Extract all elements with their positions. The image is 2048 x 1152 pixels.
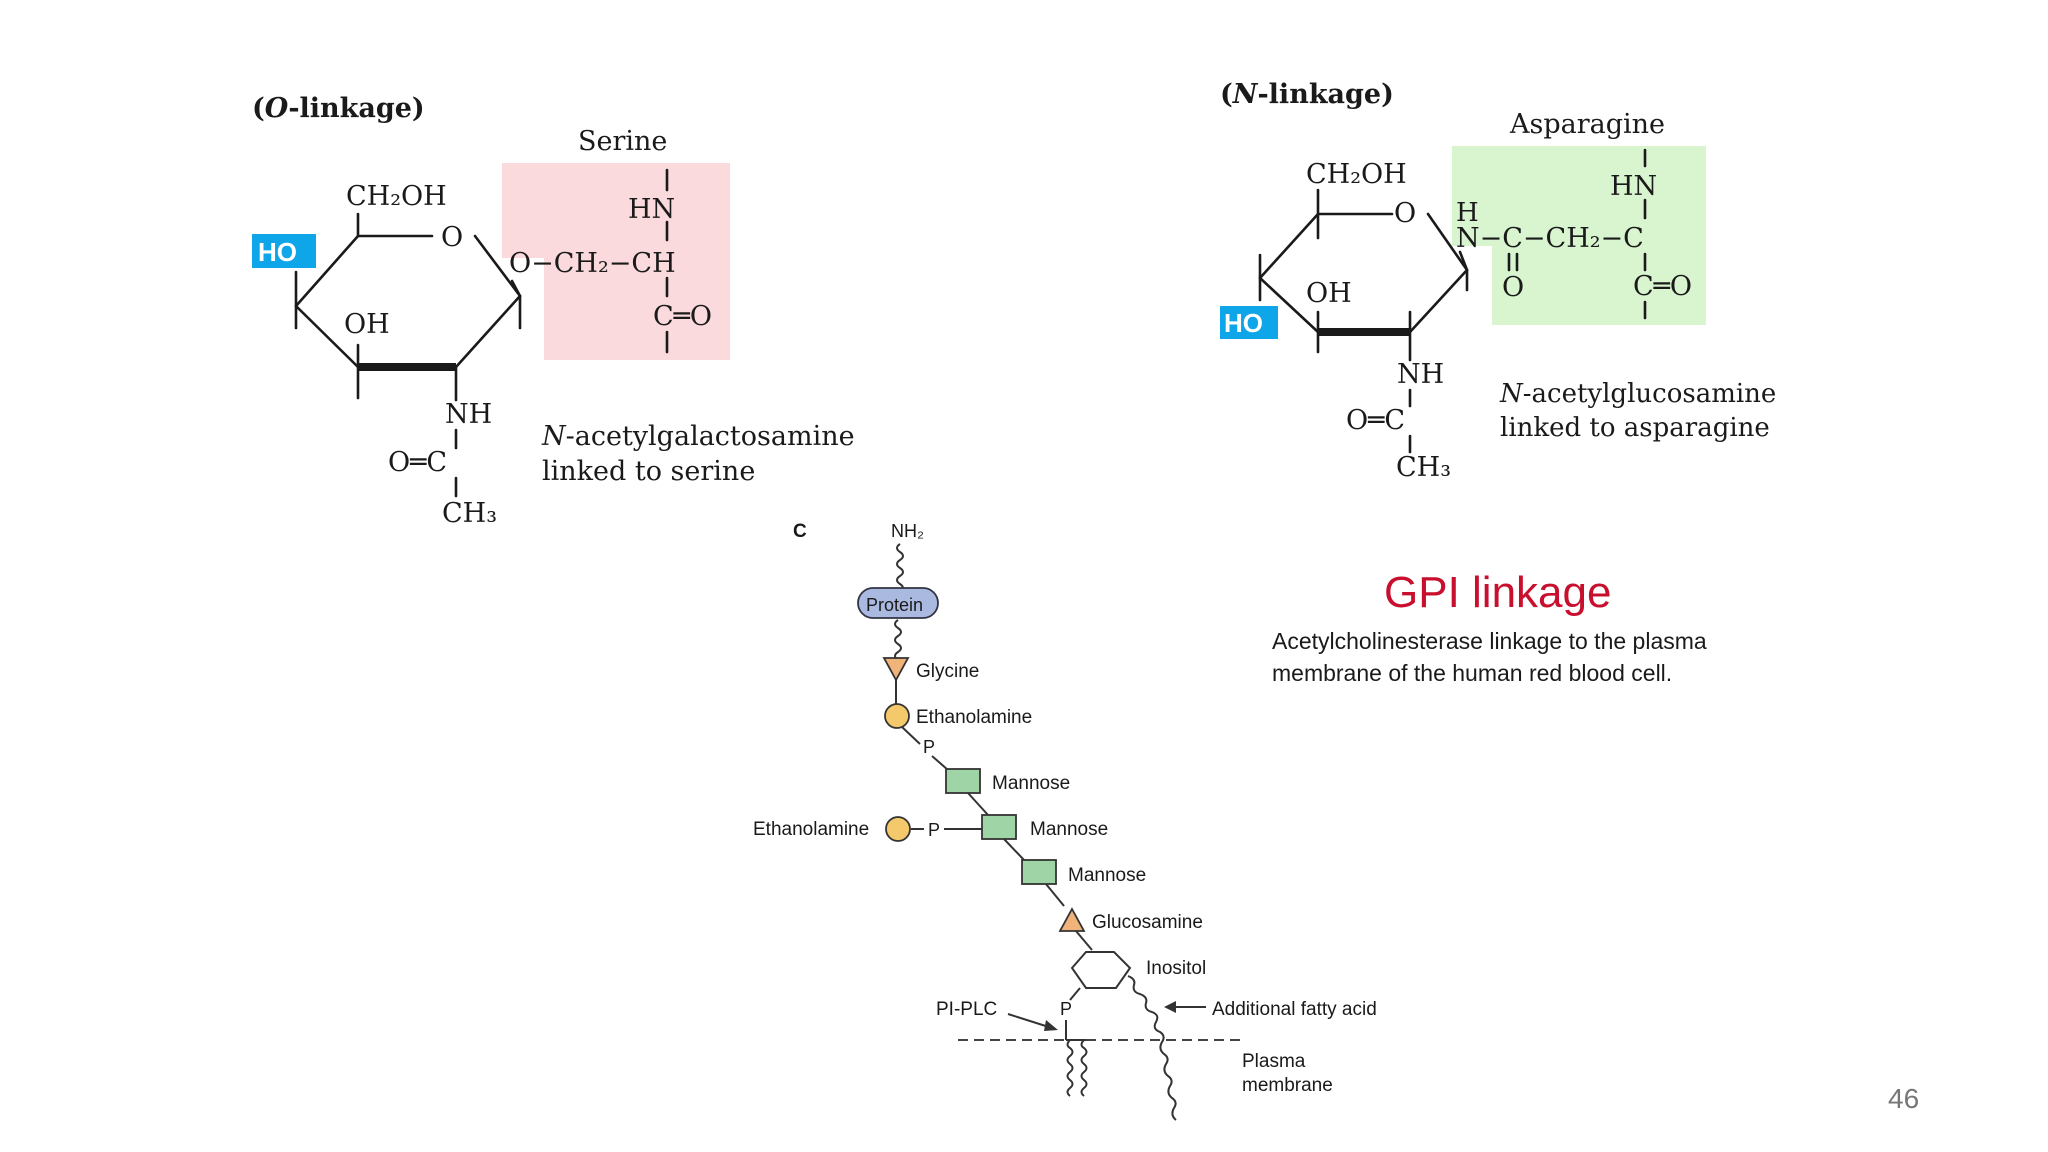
plasma-membrane-label-2: membrane [1242,1075,1333,1096]
gpi-anchor-diagram: C NH₂ Protein Glycine Ethanolamine P Man… [753,521,1707,1121]
gpi-description-line2: membrane of the human red blood cell. [1272,660,1672,686]
n-linkage-title-rest: -linkage) [1257,79,1393,110]
mannose-1-square [945,768,981,794]
asparagine-highlight [1452,146,1706,246]
glucosamine-triangle [1058,907,1086,932]
n-nh-label: NH [1397,359,1444,390]
o-linkage-title-letter: O [265,93,289,124]
n-linkage-title-letter: N [1232,79,1259,110]
mannose-2-label: Mannose [1030,819,1108,840]
asparagine-co-label: C═O [1633,271,1692,302]
o-ch2oh: CH₂OH [346,181,447,212]
o-linkage-caption-line2: linked to serine [542,456,755,487]
ethanolamine-circle [884,703,910,729]
pi-plc-label: PI-PLC [936,999,997,1020]
glucosamine-label: Glucosamine [1092,912,1203,933]
ethanolamine-side-circle [885,816,911,842]
o-ho-label: HO [258,237,297,267]
n-ring-oxygen: O [1394,198,1416,229]
o-linkage-caption-line1: N-acetylgalactosamine [541,421,855,452]
mannose-2-square [981,814,1017,840]
phosphate-3: P [1060,999,1072,1019]
o-ho-box [252,234,316,268]
page-number: 46 [1888,1083,1919,1114]
asparagine-highlight-lower [1492,240,1706,325]
gpi-linkage-title: GPI linkage [1384,568,1611,617]
serine-highlight-lower [544,250,730,360]
n-ho-box [1220,306,1278,339]
protein-node [857,587,939,619]
ethanolamine-label: Ethanolamine [916,707,1032,728]
o-oh-label: OH [344,309,390,340]
n-carbonyl-label: O═C [1346,405,1405,436]
plasma-membrane-label-1: Plasma [1242,1051,1306,1072]
phosphate-1: P [923,737,935,757]
n-ch2oh: CH₂OH [1306,159,1407,190]
mannose-1-label: Mannose [992,773,1070,794]
glycine-triangle [882,657,910,682]
gpi-description-line1: Acetylcholinesterase linkage to the plas… [1272,628,1707,654]
o-ch3-label: CH₃ [442,498,497,529]
inositol-ring [1070,951,1132,989]
o-linkage-title-open: ( [252,93,265,124]
o-linkage-title-rest: -linkage) [288,93,424,124]
asparagine-chain-label: N−C−CH₂−C [1456,223,1644,254]
mannose-3-label: Mannose [1068,865,1146,886]
serine-hn-label: HN [628,194,675,225]
fatty-acid-label: Additional fatty acid [1212,999,1377,1020]
n-ho-label: HO [1224,308,1263,338]
o-nh-label: NH [445,399,492,430]
glycine-label: Glycine [916,661,979,682]
inositol-label: Inositol [1146,958,1206,979]
n-linkage-title: (N-linkage) [1220,79,1394,110]
serine-chain-label: O−CH₂−CH [509,248,676,279]
asparagine-h-label: H [1456,198,1479,228]
serine-highlight [502,163,730,258]
gpi-panel-letter: C [793,521,807,542]
protein-label: Protein [866,595,923,615]
n-oh-label: OH [1306,278,1352,309]
asparagine-hn-label: HN [1610,171,1657,202]
asparagine-carbonyl-o: O [1502,272,1524,303]
lipid-tail-1 [1066,1039,1074,1097]
n-linkage-diagram: (N-linkage) Asparagine CH₂OH O OH HO NH … [1220,79,1776,483]
pi-plc-arrowhead [1044,1020,1058,1031]
fatty-acid-arrowhead [1164,1001,1176,1013]
gpi-nh2-label: NH₂ [891,521,924,541]
mannose-3-square [1021,859,1057,885]
n-ch3-label: CH₃ [1396,452,1451,483]
ethanolamine-side-label: Ethanolamine [753,819,869,840]
n-linkage-caption-line2: linked to asparagine [1500,413,1770,443]
asparagine-label: Asparagine [1509,109,1665,140]
o-linkage-title: (O-linkage) [252,93,425,124]
serine-label: Serine [578,126,667,157]
n-linkage-caption-line1: N-acetylglucosamine [1499,379,1776,409]
n-linkage-title-open: ( [1220,79,1233,110]
lipid-tail-2 [1080,1039,1088,1097]
additional-fatty-acid-chain [1127,975,1177,1121]
serine-carbonyl-label: C═O [653,301,712,332]
o-carbonyl-label: O═C [388,447,447,478]
o-linkage-diagram: (O-linkage) Serine CH₂OH O HO OH NH O═C … [252,93,855,529]
phosphate-2: P [928,820,940,840]
o-ring-oxygen: O [441,222,463,253]
